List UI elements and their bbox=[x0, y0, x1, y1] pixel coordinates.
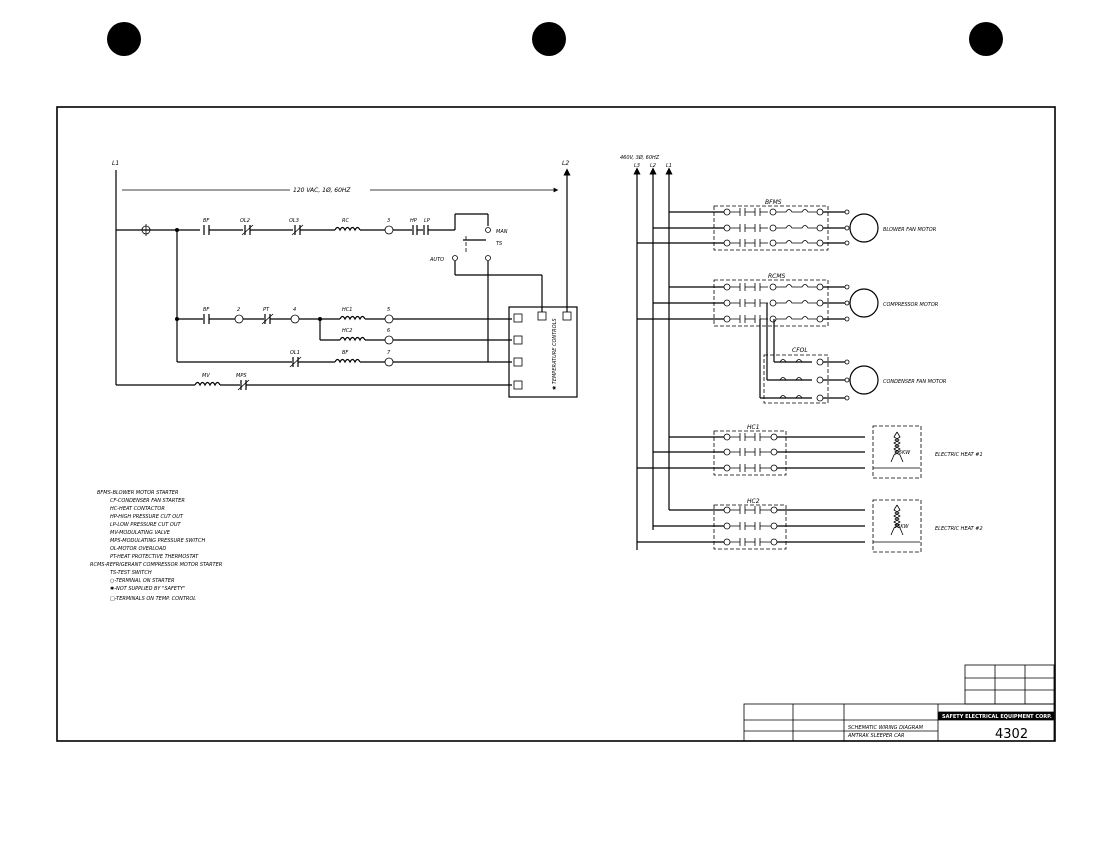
label-bf-2: BF bbox=[203, 307, 209, 313]
control-l2-label: L2 bbox=[562, 160, 569, 167]
label-terminal-5: 5 bbox=[387, 307, 390, 313]
hp-lp-contacts bbox=[412, 225, 429, 235]
bf-contact-2 bbox=[203, 314, 210, 324]
terminal-3 bbox=[384, 225, 394, 235]
legend-item: LP-LOW PRESSURE CUT OUT bbox=[110, 522, 182, 528]
label-rc: RC bbox=[342, 218, 349, 224]
binder-hole-right bbox=[969, 22, 1003, 56]
drawing-number: 4302 bbox=[995, 727, 1028, 742]
control-voltage-label: 120 VAC, 1Ø, 60HZ bbox=[293, 187, 351, 194]
terminal-7 bbox=[384, 357, 394, 367]
binder-hole-left bbox=[107, 22, 141, 56]
legend-item: □-TERMINALS ON TEMP. CONTROL bbox=[110, 596, 196, 602]
power-line-l3: L3 bbox=[634, 163, 640, 169]
cfol-overload bbox=[763, 354, 829, 404]
blower-fan-motor-label: BLOWER FAN MOTOR bbox=[883, 227, 936, 233]
control-circuit: L1 L2 120 VAC, 1Ø, 60HZ BF OL2 OL3 RC bbox=[112, 160, 578, 398]
legend-item: ✱-NOT SUPPLIED BY "SAFETY" bbox=[110, 586, 185, 592]
hc2-contactor bbox=[713, 504, 787, 550]
bfms-label: BFMS bbox=[765, 199, 782, 206]
electric-heat-2-label: ELECTRIC HEAT #2 bbox=[935, 526, 983, 532]
compressor-motor-label: COMPRESSOR MOTOR bbox=[883, 302, 938, 308]
label-ol3: OL3 bbox=[289, 218, 299, 224]
power-line-l2: L2 bbox=[650, 163, 656, 169]
label-auto: AUTO bbox=[429, 257, 444, 263]
label-hp: HP bbox=[410, 218, 417, 224]
terminal-4 bbox=[290, 314, 300, 324]
electric-heat-2-kw: 25KW bbox=[894, 524, 910, 530]
legend-item: BFMS-BLOWER MOTOR STARTER bbox=[97, 490, 178, 496]
legend-item: HP-HIGH PRESSURE CUT OUT bbox=[110, 514, 184, 520]
bf-contact bbox=[203, 225, 210, 235]
electric-heat-1-kw: 7.5KW bbox=[894, 450, 911, 456]
power-supply-label: 460V, 3Ø, 60HZ bbox=[620, 154, 660, 161]
hc1-contactor bbox=[713, 430, 787, 476]
mv-coil bbox=[194, 381, 221, 387]
drawing-title-line2: AMTRAK SLEEPER CAR bbox=[847, 733, 904, 739]
label-terminal-4: 4 bbox=[293, 307, 296, 313]
bf-coil bbox=[334, 358, 361, 364]
legend-item: ○-TERMINAL ON STARTER bbox=[110, 578, 174, 584]
label-lp: LP bbox=[424, 218, 430, 224]
label-ts: TS bbox=[496, 241, 503, 247]
legend-item: TS-TEST SWITCH bbox=[110, 570, 152, 576]
condenser-fan-motor-label: CONDENSER FAN MOTOR bbox=[883, 379, 946, 385]
electric-heat-2-enclosure bbox=[872, 499, 922, 553]
blower-fan-motor bbox=[849, 213, 879, 243]
drawing-frame bbox=[56, 106, 1056, 742]
legend-item: RCMS-REFRIGERANT COMPRESSOR MOTOR STARTE… bbox=[90, 562, 222, 568]
rcms-label: RCMS bbox=[768, 273, 786, 280]
label-ol2: OL2 bbox=[240, 218, 250, 224]
electric-heat-1-label: ELECTRIC HEAT #1 bbox=[935, 452, 983, 458]
binder-hole-center bbox=[532, 22, 566, 56]
legend: BFMS-BLOWER MOTOR STARTER CF-CONDENSER F… bbox=[90, 490, 222, 602]
rc-coil bbox=[334, 226, 361, 232]
cfol-label: CFOL bbox=[792, 347, 808, 354]
legend-item: MPS-MODULATING PRESSURE SWITCH bbox=[110, 538, 205, 544]
hc1-label: HC1 bbox=[747, 424, 760, 431]
legend-item: MV-MODULATING VALVE bbox=[110, 530, 171, 536]
label-hc1: HC1 bbox=[342, 307, 352, 313]
hc2-coil bbox=[339, 336, 366, 342]
label-mv: MV bbox=[202, 373, 210, 379]
hc2-label: HC2 bbox=[747, 498, 760, 505]
label-terminal-7: 7 bbox=[387, 350, 391, 356]
title-block: SAFETY ELECTRICAL EQUIPMENT CORP. SCHEMA… bbox=[743, 664, 1055, 742]
label-terminal-3: 3 bbox=[387, 218, 390, 224]
legend-item: HC-HEAT CONTACTOR bbox=[110, 506, 165, 512]
drawing-title-line1: SCHEMATIC WIRING DIAGRAM bbox=[848, 725, 924, 731]
legend-item: PT-HEAT PROTECTIVE THERMOSTAT bbox=[110, 554, 199, 560]
label-bf: BF bbox=[203, 218, 209, 224]
power-line-l1: L1 bbox=[666, 163, 672, 169]
label-man: MAN bbox=[496, 229, 508, 235]
temperature-controls-label: ✱ TEMPERATURE CONTROLS bbox=[552, 318, 558, 390]
control-l1-label: L1 bbox=[112, 160, 119, 167]
electric-heat-1-delta bbox=[873, 431, 920, 469]
label-ol1: OL1 bbox=[290, 350, 300, 356]
label-hc2: HC2 bbox=[342, 328, 352, 334]
condenser-fan-motor bbox=[849, 365, 879, 395]
compressor-motor bbox=[849, 288, 879, 318]
label-mps: MPS bbox=[236, 373, 247, 379]
electric-heat-1-enclosure bbox=[872, 425, 922, 479]
terminal-2 bbox=[234, 314, 244, 324]
label-terminal-2: 2 bbox=[237, 307, 240, 313]
power-circuit: 460V, 3Ø, 60HZ L3 L2 L1 BFMS BLOWER FAN … bbox=[620, 154, 983, 553]
hc1-coil bbox=[339, 315, 366, 321]
label-pt: PT bbox=[263, 307, 270, 313]
terminal-5 bbox=[384, 314, 394, 324]
company-name: SAFETY ELECTRICAL EQUIPMENT CORP. bbox=[942, 714, 1052, 720]
terminal-6 bbox=[384, 335, 394, 345]
label-terminal-6: 6 bbox=[387, 328, 390, 334]
legend-item: CF-CONDENSER FAN STARTER bbox=[110, 498, 185, 504]
label-bf-3: BF bbox=[342, 350, 348, 356]
legend-item: OL-MOTOR OVERLOAD bbox=[110, 546, 166, 552]
electric-heat-2-delta bbox=[873, 504, 920, 543]
temperature-controls-box bbox=[508, 306, 578, 398]
